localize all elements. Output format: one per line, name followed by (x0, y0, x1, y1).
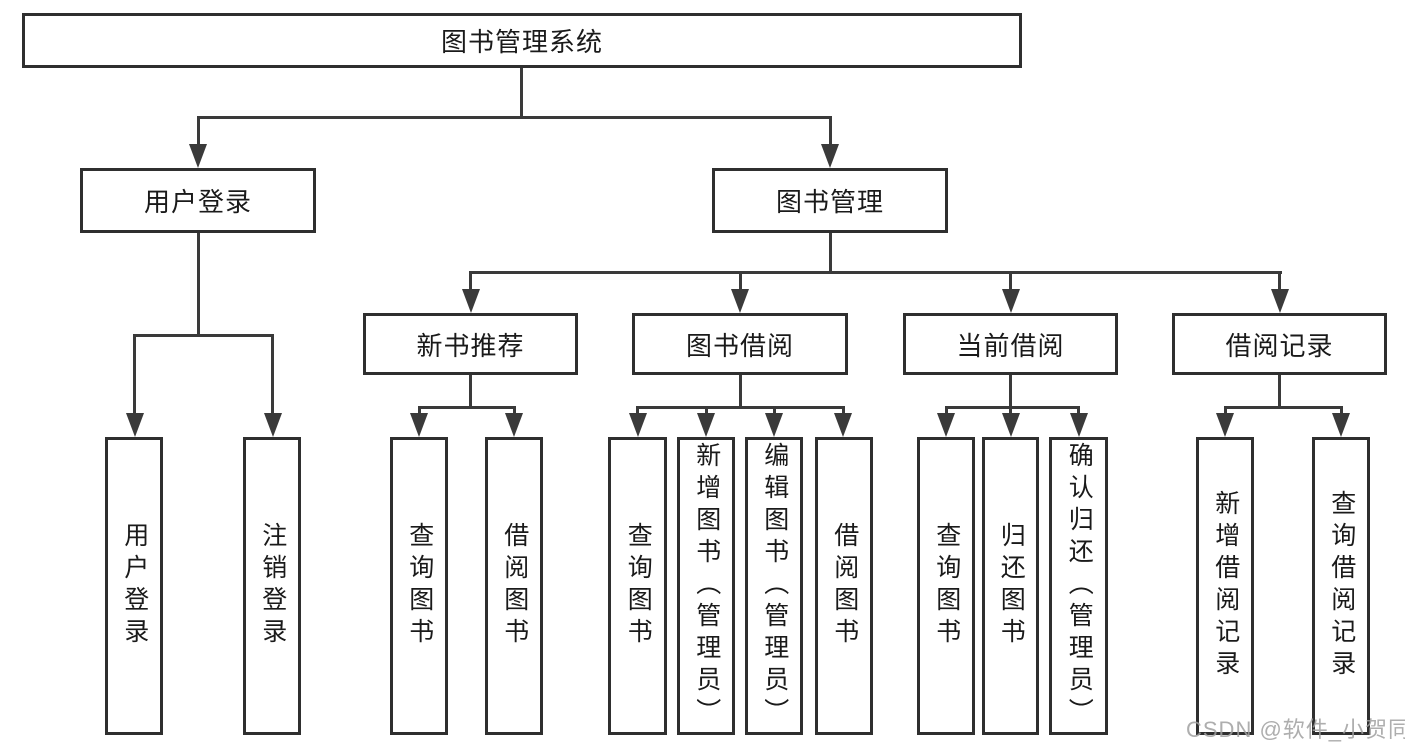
connector-line (417, 405, 516, 409)
connector-line (944, 405, 948, 416)
connector-line (772, 405, 776, 416)
connector-line (636, 405, 639, 416)
node-leaf-query-books-1: 查询图书 (390, 437, 448, 735)
node-leaf-add-borrow-record-label: 新增借阅记录 (1211, 490, 1240, 682)
node-leaf-add-books-admin: 新增图书（管理员） (677, 437, 735, 735)
arrow-down-icon (697, 413, 715, 437)
node-leaf-add-borrow-record: 新增借阅记录 (1196, 437, 1254, 735)
arrow-down-icon (1270, 289, 1289, 313)
arrow-down-icon (410, 413, 428, 437)
node-leaf-query-books-3: 查询图书 (917, 437, 975, 735)
arrow-down-icon (731, 289, 749, 313)
connector-line (196, 115, 832, 119)
node-leaf-return-books: 归还图书 (982, 437, 1039, 735)
connector-line (1009, 270, 1012, 292)
node-leaf-query-books-2-label: 查询图书 (624, 522, 653, 650)
node-leaf-query-borrow-record-label: 查询借阅记录 (1327, 490, 1356, 682)
arrow-down-icon (1216, 413, 1234, 437)
node-leaf-query-books-3-label: 查询图书 (932, 522, 961, 650)
arrow-down-icon (765, 413, 783, 437)
connector-line (1278, 270, 1281, 292)
connector-line (1077, 405, 1080, 416)
connector-line (417, 405, 421, 416)
node-borrowing-records: 借阅记录 (1172, 313, 1387, 375)
node-leaf-query-books-1-label: 查询图书 (405, 522, 434, 650)
connector-line (828, 233, 832, 273)
node-leaf-logout-label: 注销登录 (258, 522, 287, 650)
node-leaf-borrow-books-1: 借阅图书 (485, 437, 543, 735)
connector-line (133, 333, 274, 337)
node-book-management-label: 图书管理 (775, 187, 884, 217)
connector-line (828, 115, 832, 147)
connector-line (469, 270, 1282, 274)
arrow-down-icon (125, 413, 144, 437)
node-library-system: 图书管理系统 (22, 13, 1022, 68)
node-leaf-borrow-books-2-label: 借阅图书 (830, 522, 859, 650)
arrow-down-icon (1001, 289, 1020, 313)
arrow-down-icon (263, 413, 282, 437)
node-leaf-borrow-books-2: 借阅图书 (815, 437, 873, 735)
connector-line (271, 333, 274, 416)
connector-line (944, 405, 1080, 409)
arrow-down-icon (461, 289, 480, 313)
connector-line (1009, 405, 1012, 416)
connector-line (519, 68, 523, 119)
node-leaf-query-books-2: 查询图书 (608, 437, 667, 735)
connector-line (704, 405, 708, 416)
node-book-borrowing-label: 图书借阅 (685, 330, 794, 361)
node-leaf-user-login: 用户登录 (105, 437, 163, 735)
node-leaf-query-borrow-record: 查询借阅记录 (1312, 437, 1370, 735)
csdn-watermark: CSDN @软件_小贺同学 (1186, 717, 1405, 742)
node-new-book-recommend: 新书推荐 (363, 313, 578, 375)
connector-line (636, 405, 844, 409)
connector-line (469, 270, 472, 292)
connector-line (196, 233, 200, 336)
arrow-down-icon (834, 413, 852, 437)
node-current-borrowing-label: 当前借阅 (956, 330, 1065, 361)
node-book-borrowing: 图书借阅 (632, 313, 848, 375)
node-borrowing-records-label: 借阅记录 (1225, 330, 1334, 361)
node-leaf-logout: 注销登录 (243, 437, 301, 735)
node-current-borrowing: 当前借阅 (903, 313, 1118, 375)
arrow-down-icon (1332, 413, 1350, 437)
arrow-down-icon (821, 144, 839, 168)
node-leaf-confirm-return-admin-label: 确认归还（管理员） (1065, 442, 1094, 730)
connector-line (738, 375, 742, 409)
connector-line (841, 405, 845, 416)
connector-line (512, 405, 516, 416)
node-library-system-label: 图书管理系统 (440, 27, 603, 57)
node-leaf-edit-books-admin-label: 编辑图书（管理员） (760, 442, 789, 730)
node-book-management: 图书管理 (712, 168, 948, 233)
arrow-down-icon (189, 144, 207, 168)
connector-line (1223, 405, 1343, 409)
node-user-login-label: 用户登录 (143, 187, 252, 217)
connector-line (1278, 375, 1281, 409)
connector-line (1339, 405, 1343, 416)
node-user-login: 用户登录 (80, 168, 316, 233)
connector-line (738, 270, 742, 292)
arrow-down-icon (628, 413, 647, 437)
node-leaf-confirm-return-admin: 确认归还（管理员） (1049, 437, 1108, 735)
node-leaf-return-books-label: 归还图书 (997, 522, 1026, 650)
connector-line (196, 115, 200, 147)
node-leaf-edit-books-admin: 编辑图书（管理员） (745, 437, 803, 735)
node-leaf-borrow-books-1-label: 借阅图书 (500, 522, 529, 650)
connector-line (133, 333, 136, 416)
node-new-book-recommend-label: 新书推荐 (416, 330, 525, 361)
connector-line (1223, 405, 1227, 416)
connector-line (469, 375, 472, 409)
node-leaf-user-login-label: 用户登录 (120, 522, 149, 650)
arrow-down-icon (1069, 413, 1088, 437)
connector-line (1009, 375, 1012, 409)
node-leaf-add-books-admin-label: 新增图书（管理员） (692, 442, 721, 730)
arrow-down-icon (505, 413, 523, 437)
arrow-down-icon (1001, 413, 1020, 437)
arrow-down-icon (937, 413, 955, 437)
